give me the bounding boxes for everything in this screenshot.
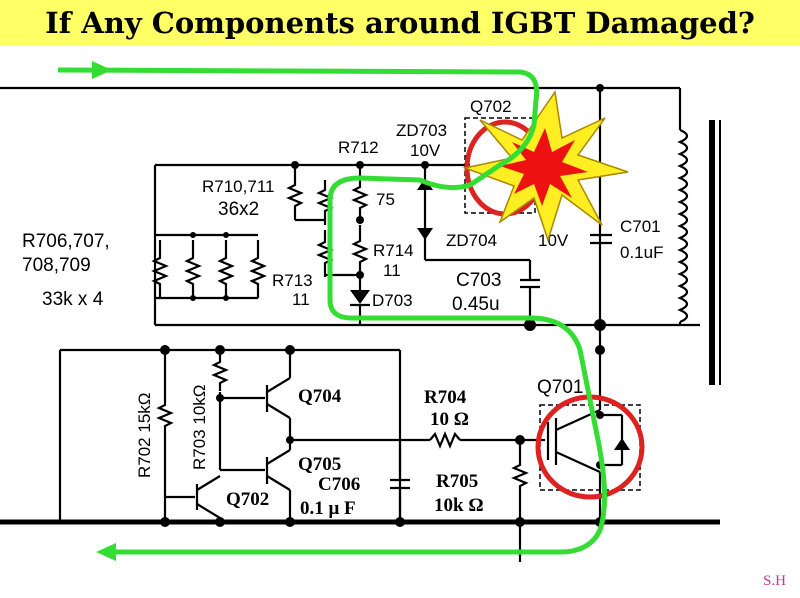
label-r710: R710,711 — [202, 177, 274, 196]
label-r702: R702 15kΩ — [135, 393, 154, 478]
label-r706-value: 33k x 4 — [42, 289, 104, 310]
label-zd704-value: 10V — [538, 231, 569, 250]
label-r705-value: 10k Ω — [434, 495, 484, 516]
label-c701-value: 0.1uF — [620, 243, 663, 262]
label-q701: Q701 — [537, 377, 583, 398]
label-r703: R703 10kΩ — [190, 385, 209, 470]
label-r714-value: 11 — [383, 261, 401, 280]
label-r705: R705 — [436, 471, 478, 492]
lower-wiring — [0, 325, 720, 562]
label-c706: C706 — [318, 474, 360, 495]
label-c706-value: 0.1 μ F — [300, 498, 356, 519]
page-title: If Any Components around IGBT Damaged? — [0, 0, 800, 46]
label-q705: Q705 — [298, 454, 341, 475]
label-zd704: ZD704 — [446, 231, 497, 250]
current-flow-arrow-icon — [92, 61, 112, 79]
label-r714: R714 — [373, 241, 414, 260]
label-r712: R712 — [338, 138, 379, 157]
label-r713: R713 — [272, 271, 313, 290]
label-r708: 708,709 — [22, 255, 91, 276]
label-c703: C703 — [456, 270, 501, 291]
label-c703-value: 0.45u — [452, 294, 500, 315]
label-q702-bottom: Q702 — [226, 489, 269, 510]
label-q704: Q704 — [298, 386, 342, 407]
upper-wiring — [0, 84, 721, 385]
label-zd703: ZD703 — [396, 121, 447, 140]
label-r706: R706,707, — [22, 231, 110, 252]
label-q702-top: Q702 — [470, 97, 512, 116]
label-r710-value: 36x2 — [218, 199, 259, 220]
label-r704-value: 10 Ω — [430, 409, 469, 430]
label-r713-value: 11 — [292, 290, 310, 309]
label-zd703-value: 10V — [410, 141, 441, 160]
component-labels: R706,707, 708,709 33k x 4 R710,711 36x2 … — [22, 97, 663, 519]
label-r704: R704 — [424, 387, 467, 408]
current-flow-arrow-icon — [96, 543, 116, 561]
author-signature: S.H — [763, 573, 786, 589]
label-r712-value: 75 — [376, 190, 395, 209]
label-c701: C701 — [620, 217, 661, 236]
label-d703: D703 — [372, 291, 413, 310]
current-flow-path — [57, 67, 607, 555]
